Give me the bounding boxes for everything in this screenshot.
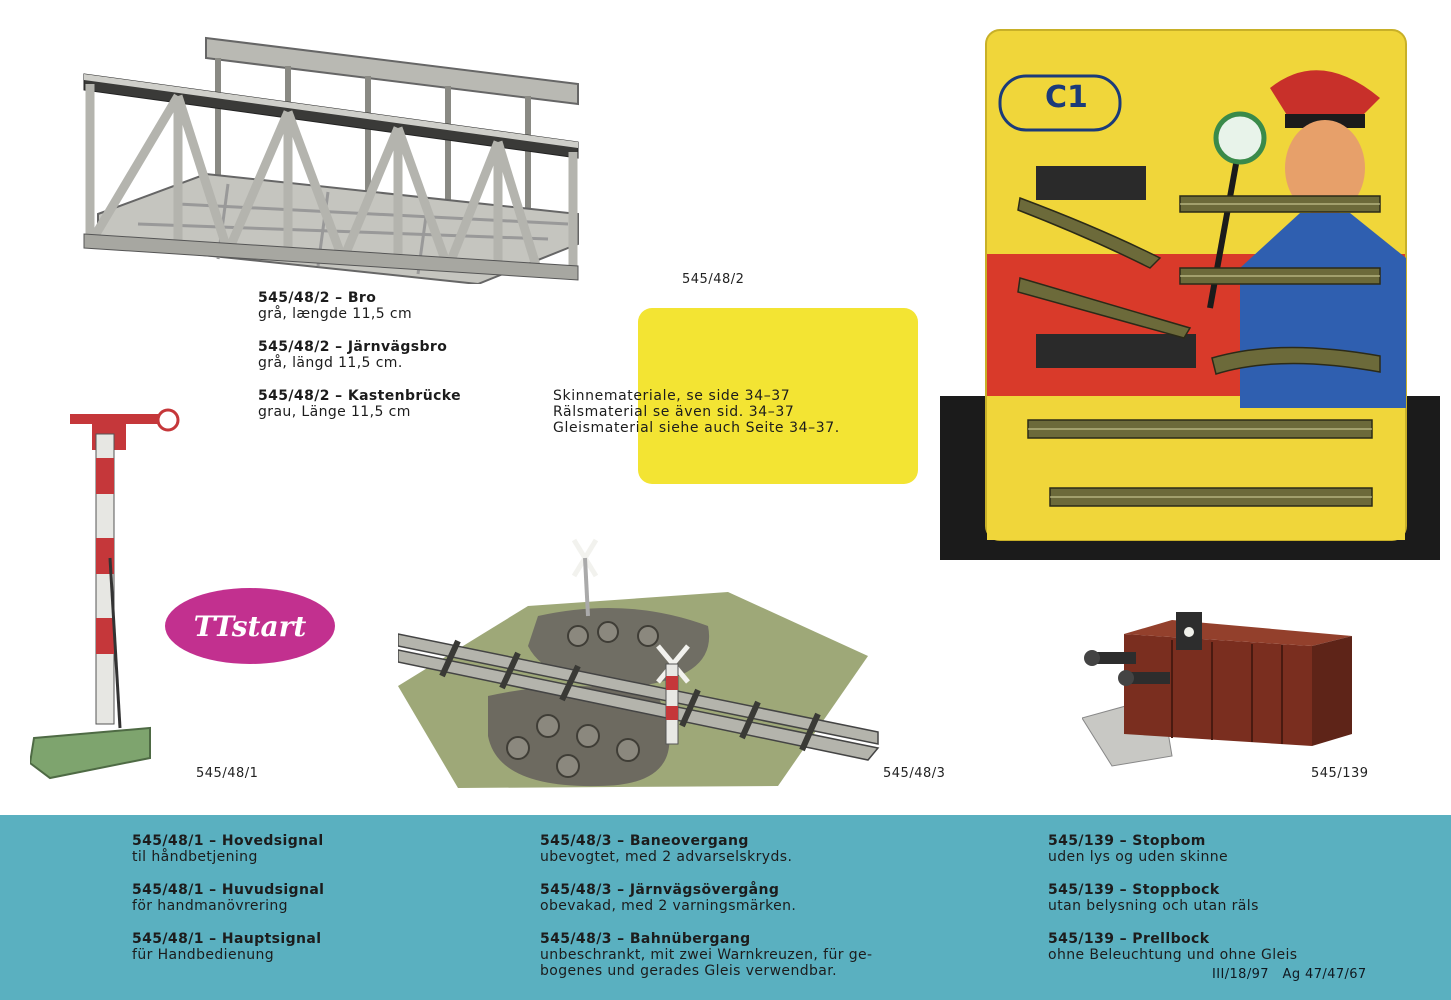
bridge-detail-german: grau, Länge 11,5 cm <box>258 404 411 420</box>
description-band <box>0 815 1451 1000</box>
buffer-stop-illustration <box>1082 612 1352 767</box>
crossing-title-danish: 545/48/3 – Baneovergang <box>540 833 749 849</box>
crossing-entry-swedish: 545/48/3 – Järnvägsövergång obevakad, me… <box>540 882 872 914</box>
bridge-entry-danish: 545/48/2 – Bro grå, længde 11,5 cm <box>258 290 461 322</box>
bridge-title-swedish: 545/48/2 – Järnvägsbro <box>258 339 448 355</box>
bridge-caption: 545/48/2 <box>682 272 745 287</box>
track-note-text: Skinnemateriale, se side 34–37 Rälsmater… <box>553 388 840 436</box>
bridge-title-danish: 545/48/2 – Bro <box>258 290 377 306</box>
signal-detail-german: für Handbedienung <box>132 947 275 963</box>
track-note-danish: Skinnemateriale, se side 34–37 <box>553 388 791 404</box>
crossing-detail-german-cont: bogenes und gerades Gleis verwendbar. <box>540 963 837 979</box>
buffer-detail-danish: uden lys og uden skinne <box>1048 849 1229 865</box>
bridge-detail-danish: grå, længde 11,5 cm <box>258 306 413 322</box>
bridge-title-german: 545/48/2 – Kastenbrücke <box>258 388 462 404</box>
crossing-entry-danish: 545/48/3 – Baneovergang ubevogtet, med 2… <box>540 833 872 865</box>
signal-entry-danish: 545/48/1 – Hovedsignal til håndbetjening <box>132 833 324 865</box>
buffer-title-danish: 545/139 – Stopbom <box>1048 833 1206 849</box>
bridge-detail-swedish: grå, längd 11,5 cm. <box>258 355 403 371</box>
signal-entry-german: 545/48/1 – Hauptsignal für Handbedienung <box>132 931 324 963</box>
buffer-entry-swedish: 545/139 – Stoppbock utan belysning och u… <box>1048 882 1298 914</box>
buffer-entry-german: 545/139 – Prellbock ohne Beleuchtung und… <box>1048 931 1298 963</box>
track-note-swedish: Rälsmaterial se även sid. 34–37 <box>553 404 795 420</box>
level-crossing-illustration <box>398 538 880 788</box>
signal-title-german: 545/48/1 – Hauptsignal <box>132 931 322 947</box>
track-set-package-art <box>940 29 1440 560</box>
track-note-german: Gleismaterial siehe auch Seite 34–37. <box>553 420 840 436</box>
crossing-detail-german: unbeschrankt, mit zwei Warnkreuzen, für … <box>540 947 873 963</box>
footer-code: III/18/97 Ag 47/47/67 <box>1212 967 1367 982</box>
buffer-entry-danish: 545/139 – Stopbom uden lys og uden skinn… <box>1048 833 1298 865</box>
signal-entry-swedish: 545/48/1 – Huvudsignal för handmanövreri… <box>132 882 324 914</box>
track-set-package: C1 <box>940 28 1440 560</box>
package-badge: C1 <box>1045 80 1088 115</box>
signal-detail-swedish: för handmanövrering <box>132 898 288 914</box>
signal-title-danish: 545/48/1 – Hovedsignal <box>132 833 324 849</box>
buffer-descriptions: 545/139 – Stopbom uden lys og uden skinn… <box>1048 833 1298 980</box>
crossing-entry-german: 545/48/3 – Bahnübergang unbeschrankt, mi… <box>540 931 872 979</box>
buffer-title-german: 545/139 – Prellbock <box>1048 931 1210 947</box>
bridge-illustration <box>83 36 579 284</box>
track-note-box <box>638 308 918 484</box>
bridge-descriptions: 545/48/2 – Bro grå, længde 11,5 cm 545/4… <box>258 290 461 437</box>
bridge-entry-german: 545/48/2 – Kastenbrücke grau, Länge 11,5… <box>258 388 461 420</box>
buffer-caption: 545/139 <box>1311 766 1369 781</box>
signal-detail-danish: til håndbetjening <box>132 849 258 865</box>
ttstart-logo: TTstart <box>165 588 335 664</box>
buffer-detail-german: ohne Beleuchtung und ohne Gleis <box>1048 947 1298 963</box>
buffer-detail-swedish: utan belysning och utan räls <box>1048 898 1259 914</box>
crossing-descriptions: 545/48/3 – Baneovergang ubevogtet, med 2… <box>540 833 872 996</box>
crossing-title-german: 545/48/3 – Bahnübergang <box>540 931 751 947</box>
bridge-entry-swedish: 545/48/2 – Järnvägsbro grå, längd 11,5 c… <box>258 339 461 371</box>
signal-title-swedish: 545/48/1 – Huvudsignal <box>132 882 325 898</box>
buffer-title-swedish: 545/139 – Stoppbock <box>1048 882 1220 898</box>
crossing-detail-danish: ubevogtet, med 2 advarselskryds. <box>540 849 793 865</box>
signal-caption: 545/48/1 <box>196 766 259 781</box>
crossing-caption: 545/48/3 <box>883 766 946 781</box>
crossing-title-swedish: 545/48/3 – Järnvägsövergång <box>540 882 780 898</box>
signal-illustration <box>30 408 180 780</box>
ttstart-logo-text: TTstart <box>193 609 307 643</box>
signal-descriptions: 545/48/1 – Hovedsignal til håndbetjening… <box>132 833 324 980</box>
crossing-detail-swedish: obevakad, med 2 varningsmärken. <box>540 898 797 914</box>
